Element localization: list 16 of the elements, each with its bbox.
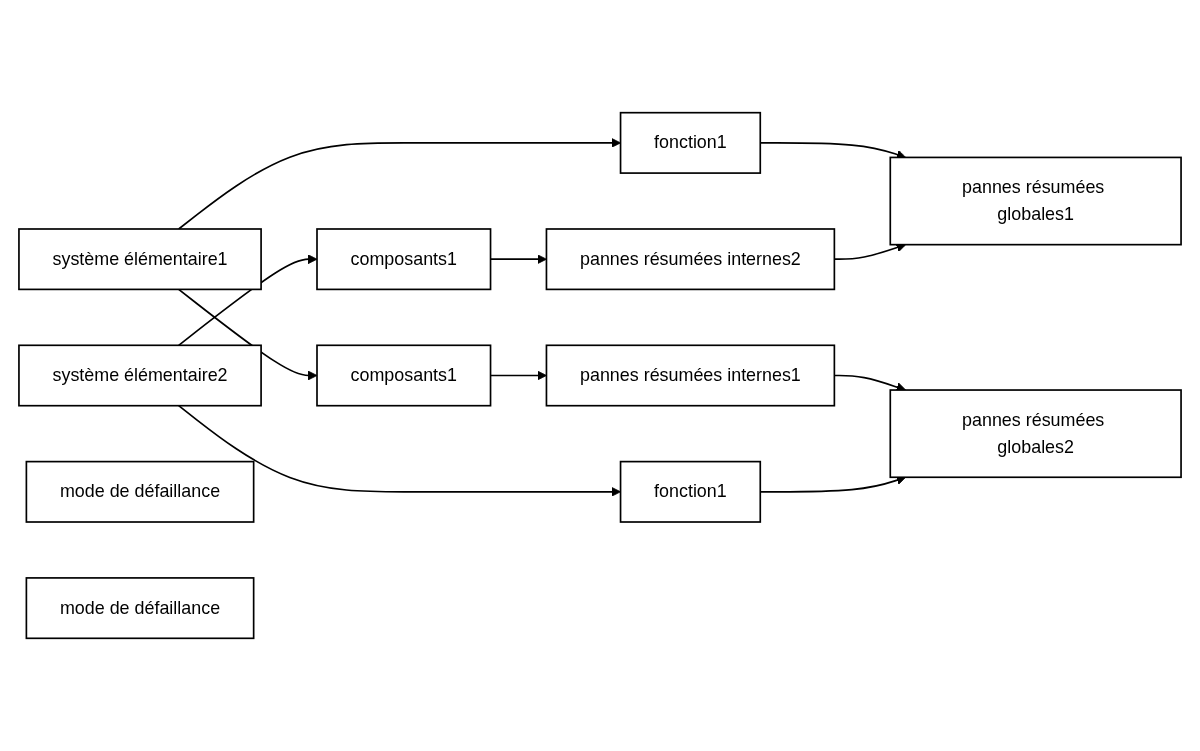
arrow — [177, 254, 318, 347]
node-box: pannes résumées globales2 — [889, 389, 1182, 479]
node-box: système élémentaire1 — [18, 228, 262, 291]
node-box: pannes résumées globales1 — [889, 156, 1182, 246]
node-box: composants1 — [316, 228, 492, 291]
node-box: pannes résumées internes2 — [545, 228, 836, 291]
arrow — [177, 404, 621, 497]
node-box: mode de défaillance — [25, 460, 255, 523]
node-box: système élémentaire2 — [18, 344, 262, 407]
node-box: fonction1 — [619, 460, 762, 523]
node-box: composants1 — [316, 344, 492, 407]
node-box: pannes résumées internes1 — [545, 344, 836, 407]
node-box: fonction1 — [619, 111, 762, 174]
node-box: mode de défaillance — [25, 577, 255, 640]
arrow — [177, 288, 318, 381]
arrow — [177, 137, 621, 230]
